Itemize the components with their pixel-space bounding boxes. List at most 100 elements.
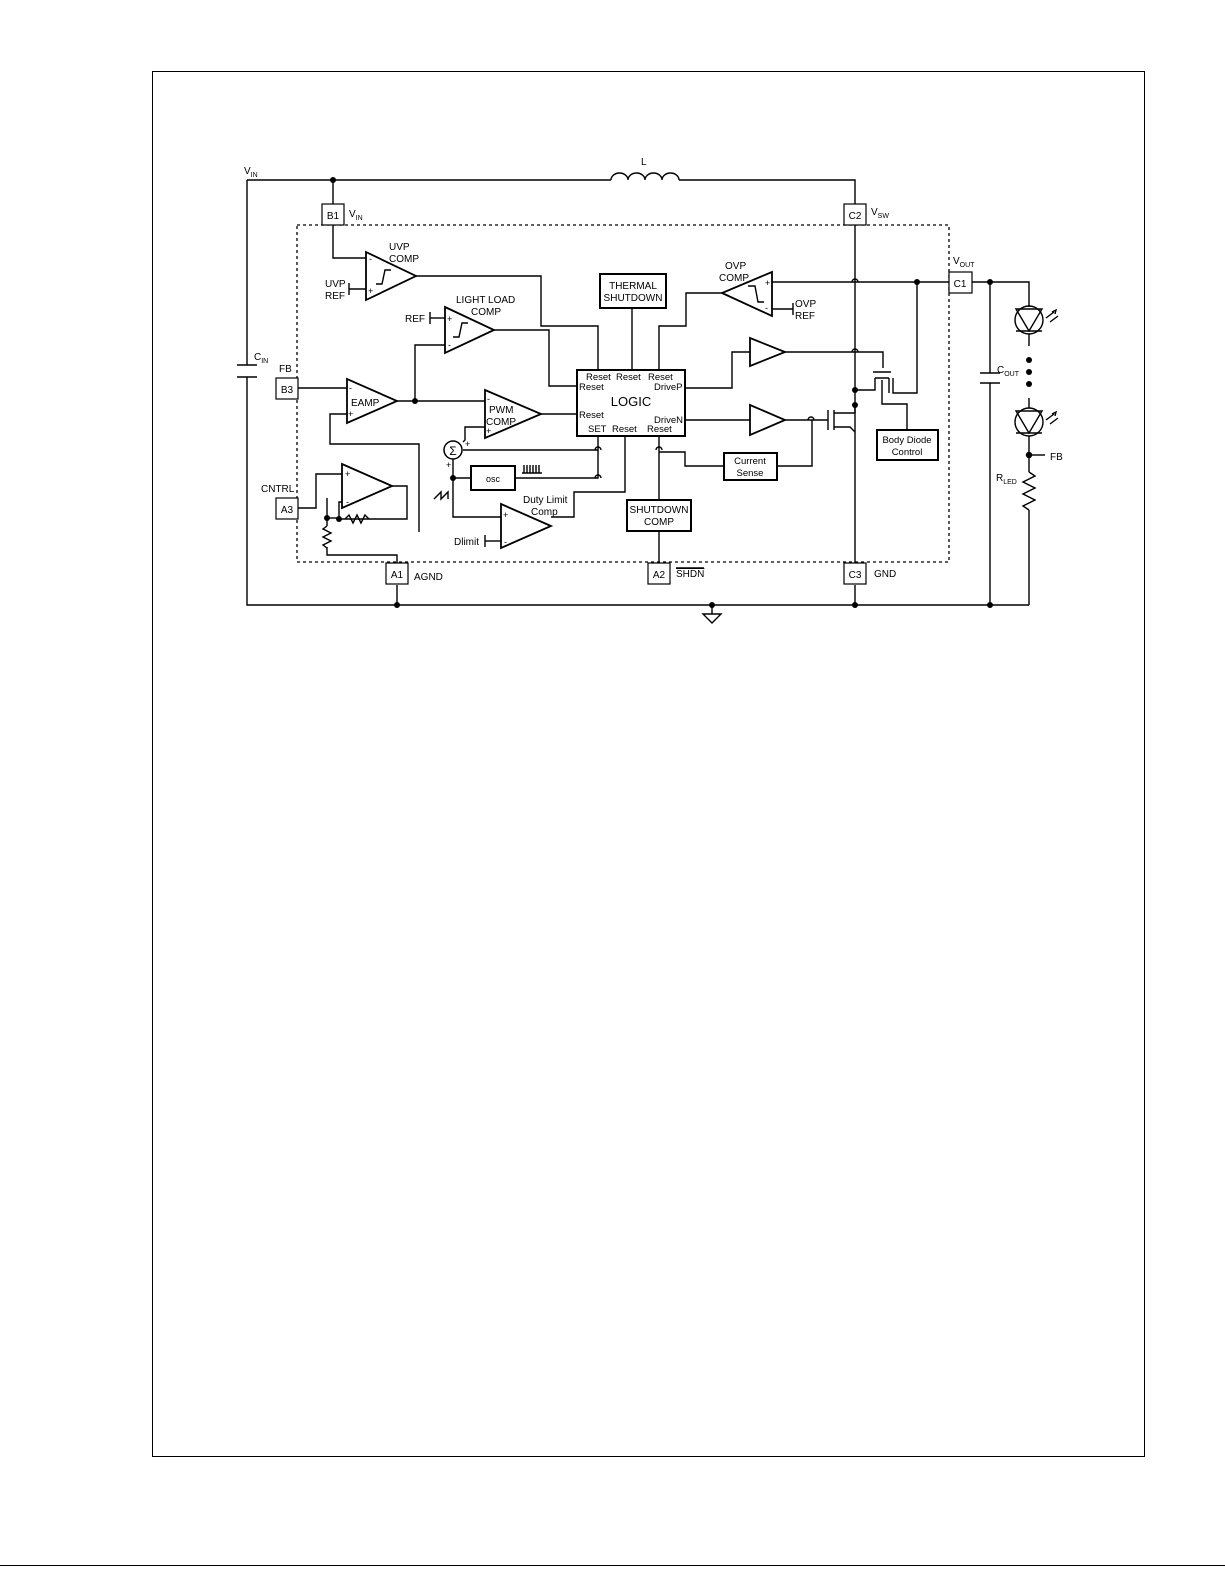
svg-text:-: - — [504, 537, 507, 547]
led-top-icon — [1014, 305, 1059, 335]
svg-text:+: + — [368, 286, 373, 296]
ref-label: REF — [405, 314, 425, 325]
pin-c3: C3 — [843, 562, 867, 585]
svg-text:THERMAL: THERMAL — [609, 281, 657, 292]
feedback-resistor — [344, 513, 370, 525]
uvp-comparator: - + — [365, 250, 419, 302]
pin-b3: B3 — [275, 377, 299, 400]
ovp-comp-label-2: COMP — [719, 273, 749, 284]
svg-text:SET: SET — [588, 424, 607, 435]
ovp-ref-label: OVP — [795, 299, 816, 310]
dlimit-label: Dlimit — [454, 537, 479, 548]
external-wiring — [237, 172, 1059, 624]
shutdown-comp-block: SHUTDOWN COMP — [626, 499, 692, 532]
svg-text:osc: osc — [486, 474, 501, 484]
svg-text:DriveN: DriveN — [654, 415, 683, 426]
svg-text:SHUTDOWN: SHUTDOWN — [630, 505, 689, 516]
svg-text:B3: B3 — [281, 385, 294, 396]
b3-fb-label: FB — [279, 364, 292, 375]
fb-node-label: FB — [1050, 452, 1063, 463]
b1-vin-label: VIN — [349, 209, 363, 222]
cin-label: CIN — [254, 352, 268, 365]
inductor-label: L — [641, 157, 647, 168]
svg-text:C1: C1 — [954, 279, 967, 290]
svg-text:+: + — [503, 510, 508, 520]
svg-text:LOGIC: LOGIC — [611, 394, 651, 409]
a3-cntrl-label: CNTRL — [261, 484, 295, 495]
svg-text:COMP: COMP — [644, 517, 674, 528]
current-sense-block: Current Sense — [723, 452, 778, 481]
svg-text:-: - — [765, 303, 768, 313]
page-frame — [152, 71, 1145, 1457]
svg-text:Reset: Reset — [579, 410, 604, 421]
light-load-comparator: + - — [444, 305, 497, 355]
a1-agnd-label: AGND — [414, 572, 443, 583]
internal-wiring — [298, 225, 949, 563]
svg-text:C3: C3 — [849, 570, 862, 581]
vin-label: VIN — [244, 166, 258, 179]
duty-limit-label: Duty Limit — [523, 495, 568, 506]
pwm-comparator: - + PWM COMP — [484, 388, 544, 440]
svg-text:-: - — [349, 383, 352, 393]
osc-block: osc — [470, 465, 516, 491]
svg-text:+: + — [446, 460, 451, 470]
svg-text:Reset: Reset — [579, 382, 604, 393]
svg-text:PWM: PWM — [489, 405, 513, 416]
pin-c2: C2 — [843, 203, 867, 226]
svg-text:+: + — [348, 409, 353, 419]
pin-c1: C1 — [948, 271, 973, 294]
svg-text:DriveP: DriveP — [654, 382, 683, 393]
svg-text:COMP: COMP — [486, 417, 516, 428]
pin-a2: A2 — [647, 562, 671, 585]
svg-text:Reset: Reset — [612, 424, 637, 435]
svg-text:Sense: Sense — [737, 468, 764, 479]
ovp-comparator: + - — [719, 270, 773, 318]
pin-a3: A3 — [275, 497, 299, 520]
svg-text:-: - — [448, 340, 451, 350]
svg-text:+: + — [345, 469, 350, 479]
svg-text:Reset: Reset — [648, 372, 673, 383]
c1-vout-label: VOUT — [953, 256, 975, 269]
c2-vsw-label: VSW — [871, 207, 889, 220]
summing-node: Σ + + — [443, 439, 470, 470]
uvp-comp-label: UVP — [389, 242, 410, 253]
svg-text:Reset: Reset — [616, 372, 641, 383]
duty-limit-label-2: Comp — [531, 507, 558, 518]
svg-text:+: + — [465, 439, 470, 449]
ground-icon — [701, 605, 723, 624]
logic-block: Reset Reset Reset Reset DriveP LOGIC Res… — [576, 369, 686, 437]
body-diode-control-block: Body Diode Control — [876, 429, 939, 461]
svg-text:+: + — [765, 278, 770, 288]
rled-resistor — [1021, 471, 1037, 511]
ic-boundary — [296, 224, 950, 563]
uvp-ref-label: UVP — [325, 279, 346, 290]
cout-label: COUT — [997, 365, 1020, 378]
pin-b1: B1 — [321, 203, 345, 226]
svg-text:Σ: Σ — [449, 444, 456, 458]
svg-text:Reset: Reset — [586, 372, 611, 383]
light-load-label-2: COMP — [471, 307, 501, 318]
c3-gnd-label: GND — [874, 569, 896, 580]
svg-text:Body Diode: Body Diode — [882, 435, 931, 446]
uvp-ref-label-2: REF — [325, 291, 345, 302]
svg-text:A3: A3 — [281, 505, 294, 516]
svg-text:Current: Current — [734, 456, 766, 467]
sawtooth-icon — [433, 490, 449, 501]
svg-text:SHUTDOWN: SHUTDOWN — [604, 293, 663, 304]
driven-buffer — [749, 403, 788, 437]
led-bottom-icon — [1014, 407, 1059, 437]
svg-text:C2: C2 — [849, 211, 862, 222]
bottom-rule — [0, 1565, 1225, 1566]
clock-pulse-icon — [522, 465, 542, 474]
uvp-comp-label-2: COMP — [389, 254, 419, 265]
cntrl-amplifier: + - — [341, 462, 395, 510]
svg-text:-: - — [369, 254, 372, 264]
svg-text:+: + — [486, 426, 491, 436]
ovp-ref-label-2: REF — [795, 311, 815, 322]
svg-text:A2: A2 — [653, 570, 666, 581]
nmos-transistor-icon — [827, 410, 856, 433]
svg-text:Control: Control — [892, 447, 923, 458]
svg-text:EAMP: EAMP — [351, 398, 380, 409]
pin-a1: A1 — [385, 562, 409, 585]
